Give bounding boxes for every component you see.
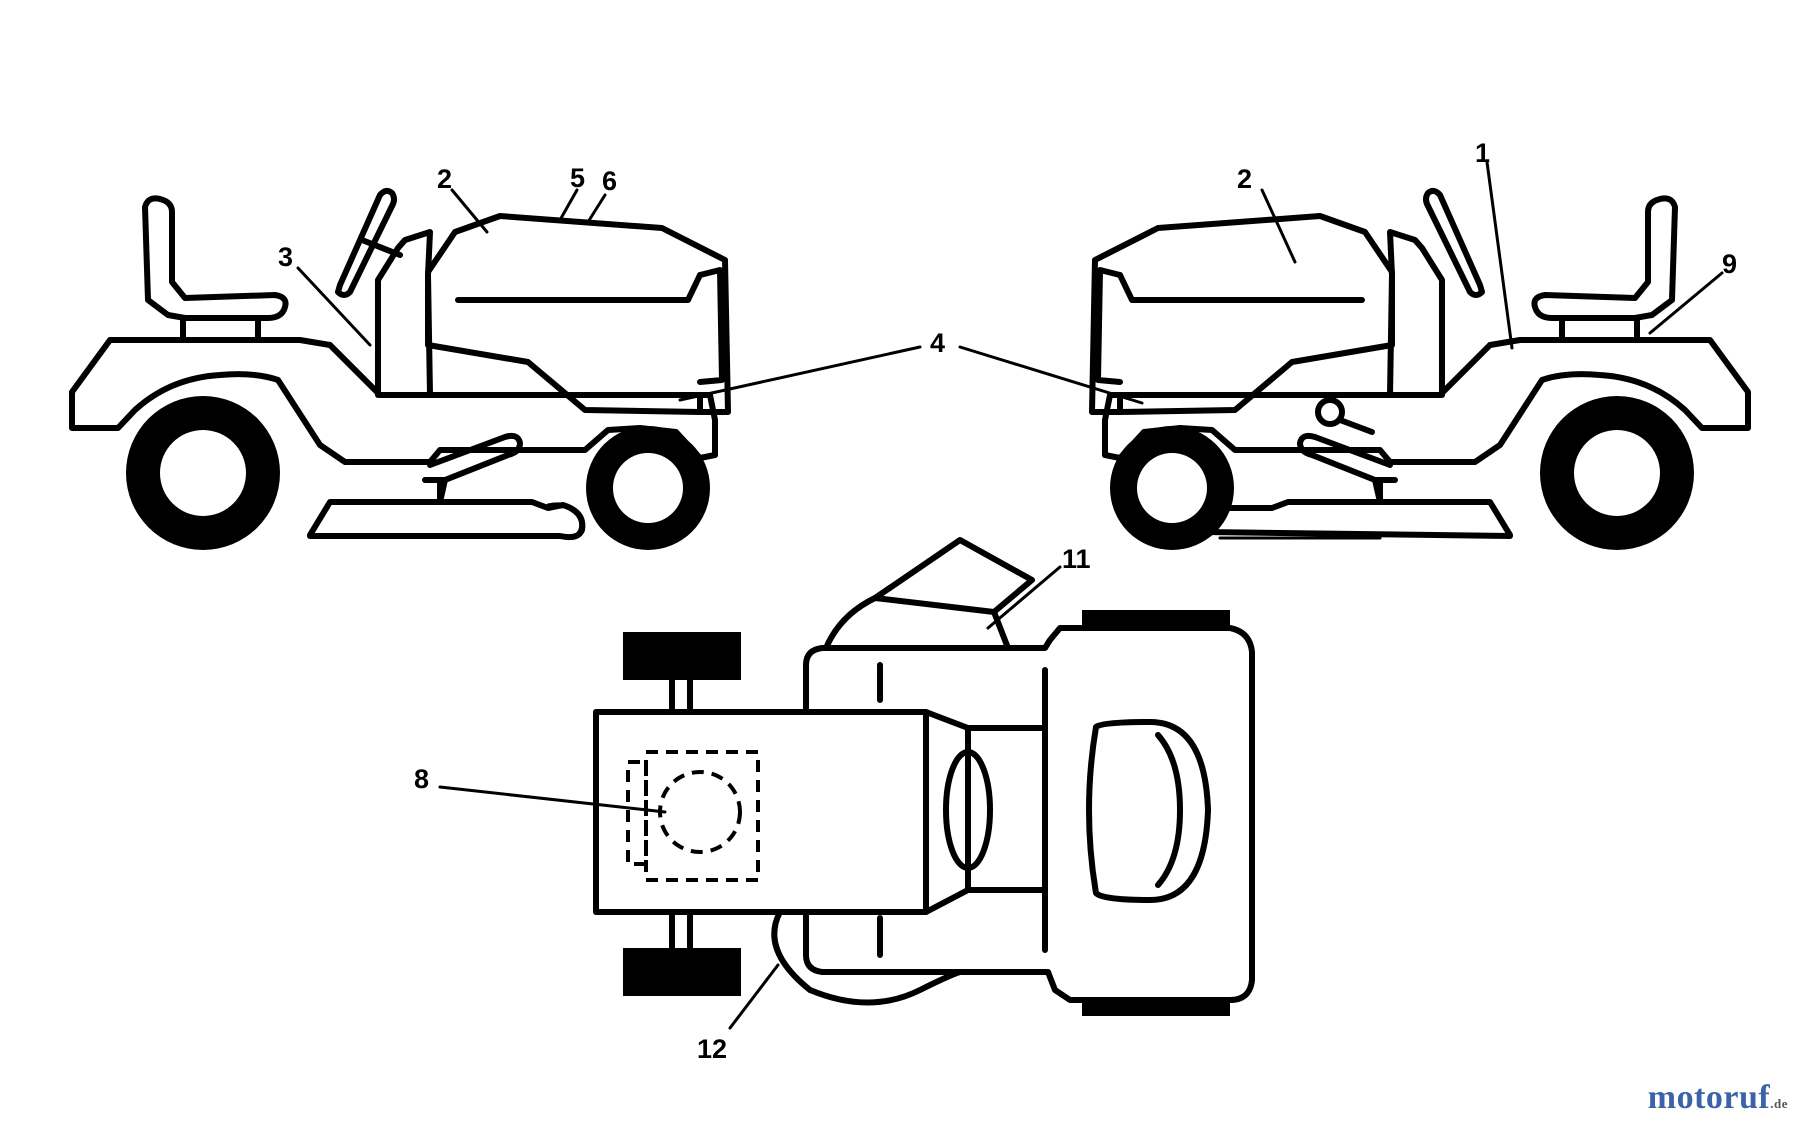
- deck-lift-right: [1297, 432, 1393, 505]
- deck-lift-left: [427, 432, 523, 505]
- watermark-text: motoruf: [1647, 1079, 1771, 1116]
- dash-top: [923, 709, 971, 915]
- steering-wheel-top: [943, 749, 993, 871]
- hood-left: [425, 213, 731, 415]
- rear-fender-left: [69, 337, 718, 465]
- steering-wheel-right: [1423, 187, 1485, 298]
- dash-left: [375, 229, 433, 398]
- front-wheel-top-right: [623, 948, 741, 996]
- mower-deck-right: [1201, 499, 1513, 539]
- lever-knob-right: [1315, 397, 1345, 427]
- callout-5: 5: [570, 163, 585, 193]
- steering-wheel-left: [335, 187, 397, 298]
- tractor-right-side-view: [1089, 187, 1751, 550]
- leader-lines: [296, 160, 1724, 1030]
- hood-top: [593, 709, 929, 915]
- mower-deck-top: [771, 909, 963, 1006]
- tractor-left-side-view: [69, 187, 731, 550]
- watermark-tld: .de: [1770, 1096, 1788, 1111]
- dash-right: [1387, 229, 1445, 398]
- rear-wheel-hub-left: [160, 430, 246, 516]
- body-top: [803, 625, 1255, 1003]
- watermark-logo: motoruf.de: [1648, 1079, 1788, 1117]
- mower-deck-left: [307, 499, 586, 541]
- seat-left: [142, 195, 289, 321]
- callout-3: 3: [278, 242, 293, 272]
- callout-labels: 2 5 6 3 4 2 1 9 11 8 12: [278, 138, 1737, 1064]
- callout-2-right: 2: [1237, 164, 1252, 194]
- callout-1: 1: [1475, 138, 1490, 168]
- rear-fender-right: [1102, 337, 1751, 465]
- callout-12: 12: [697, 1034, 727, 1064]
- rear-wheel-top-right: [1082, 1000, 1230, 1016]
- seat-top: [1086, 719, 1211, 903]
- callout-4: 4: [930, 328, 945, 358]
- discharge-chute-top: [823, 537, 1035, 651]
- seat-right: [1531, 195, 1678, 321]
- callout-8: 8: [414, 764, 429, 794]
- front-wheel-top-left: [623, 632, 741, 680]
- callout-2-left: 2: [437, 164, 452, 194]
- hood-right: [1089, 213, 1395, 415]
- engine-fan-outline: [658, 770, 742, 854]
- callout-6: 6: [602, 166, 617, 196]
- callout-9: 9: [1722, 249, 1737, 279]
- tractor-top-view: [593, 537, 1255, 1016]
- rear-wheel-top-left: [1082, 610, 1230, 628]
- callout-11: 11: [1062, 544, 1091, 574]
